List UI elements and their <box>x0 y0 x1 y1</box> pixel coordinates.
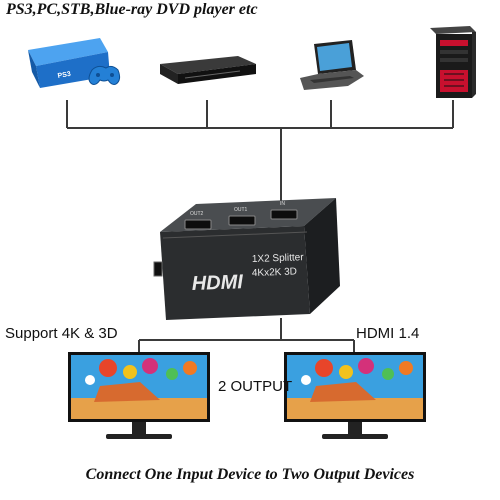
hdmi-port-out2 <box>184 219 212 230</box>
top-caption: PS3,PC,STB,Blue-ray DVD player etc <box>6 1 258 18</box>
hdmi-port-out1 <box>228 215 256 226</box>
hdmi-splitter-icon: OUT2 OUT1 IN HDMI 1X2 Splitter 4Kx2K 3D <box>153 198 340 320</box>
hdmi-version-label: HDMI 1.4 <box>356 325 420 342</box>
splitter-spec-text: 4Kx2K 3D <box>252 266 297 279</box>
ps3-badge: PS3 <box>57 71 71 80</box>
port-label-out1: OUT1 <box>234 207 248 213</box>
ps3-console-icon: PS3 <box>28 38 121 88</box>
left-tv-icon <box>68 352 210 439</box>
desktop-tower-icon <box>430 26 476 98</box>
port-label-in: IN <box>280 201 285 207</box>
input-cable-tree <box>66 100 454 212</box>
splitter-model-text: 1X2 Splitter <box>252 252 305 265</box>
blu-ray-player-icon <box>160 56 256 84</box>
output-cable-tree <box>138 318 355 352</box>
power-port-icon <box>153 261 163 277</box>
right-tv-icon <box>284 352 426 439</box>
support-4k-3d-label: Support 4K & 3D <box>5 325 118 342</box>
laptop-icon <box>300 40 364 90</box>
hdmi-port-in <box>270 209 298 220</box>
bottom-caption: Connect One Input Device to Two Output D… <box>85 466 415 483</box>
splitter-hdmi-logo: HDMI <box>191 271 243 295</box>
port-label-out2: OUT2 <box>190 211 204 217</box>
output-count-label: 2 OUTPUT <box>218 378 293 395</box>
